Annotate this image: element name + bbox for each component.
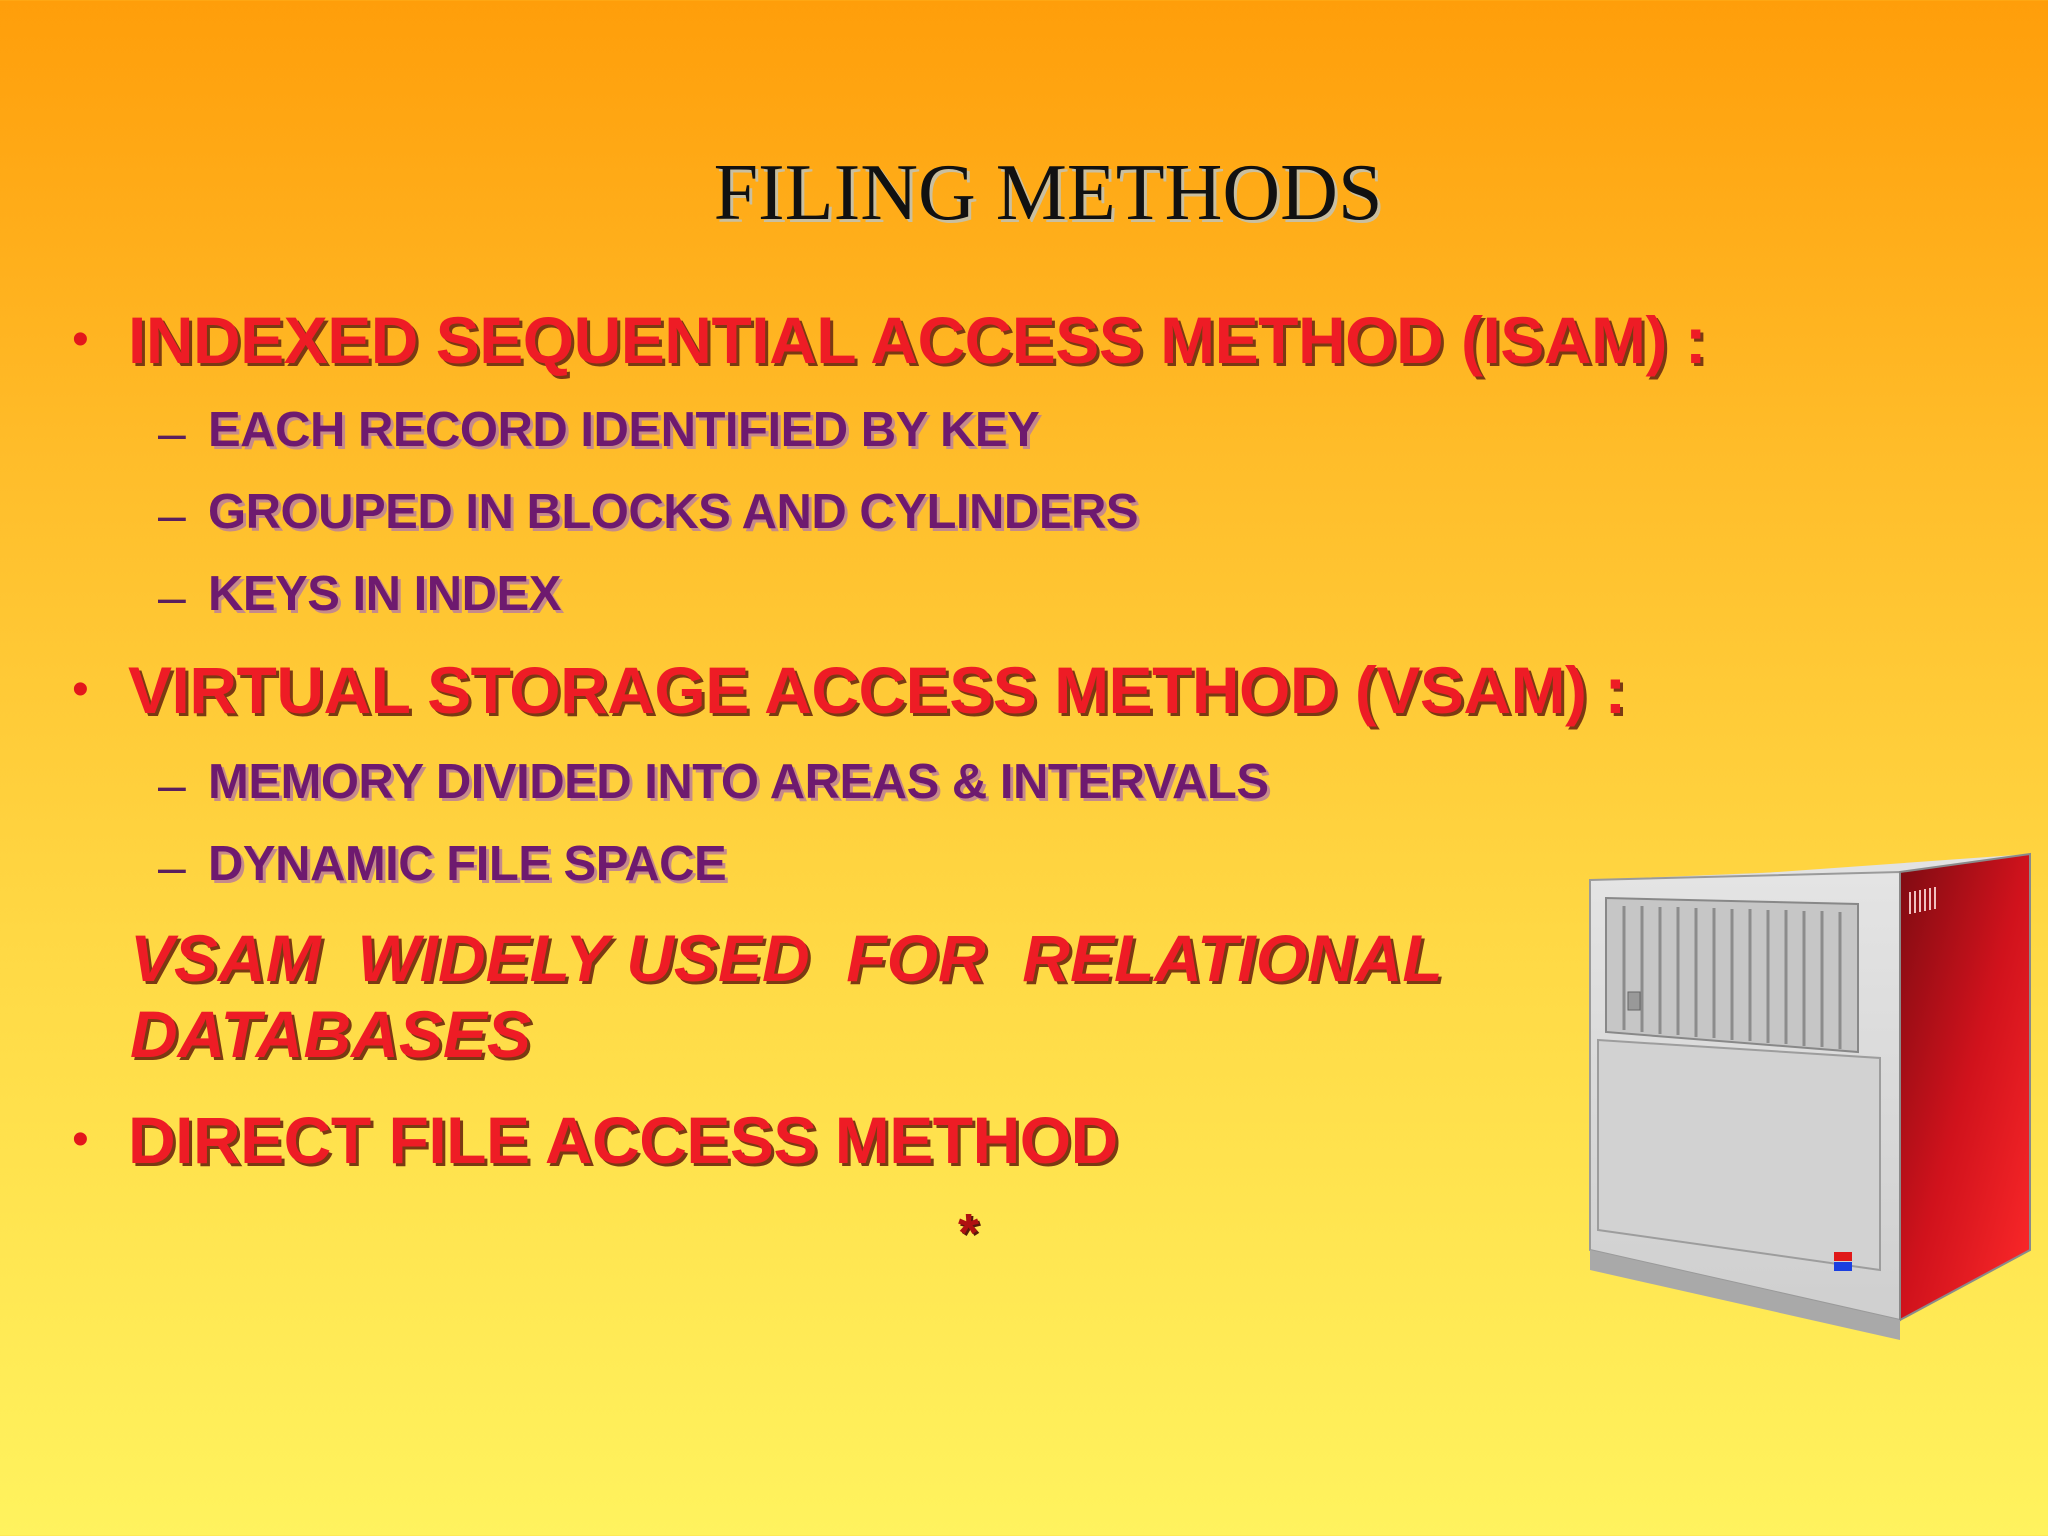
vsam-note-line2: DATABASES — [130, 997, 531, 1071]
dash-icon: – — [158, 569, 186, 625]
subitem-memory-divided: MEMORY DIVIDED INTO AREAS & INTERVALS — [208, 755, 1269, 809]
dash-icon: – — [158, 487, 186, 543]
vsam-note: VSAM WIDELY USED FOR RELATIONAL DATABASE… — [130, 920, 1443, 1072]
subitem-keys-index: KEYS IN INDEX — [208, 567, 561, 621]
bullet-text-isam: INDEXED SEQUENTIAL ACCESS METHOD (ISAM) … — [128, 303, 1707, 377]
vsam-note-line1: VSAM WIDELY USED FOR RELATIONAL — [130, 921, 1443, 995]
footer-asterisk: * — [958, 1203, 980, 1263]
bullet-text-vsam: VIRTUAL STORAGE ACCESS METHOD (VSAM) : — [128, 653, 1626, 727]
bullet-text-direct: DIRECT FILE ACCESS METHOD — [128, 1103, 1118, 1177]
subitem-each-record: EACH RECORD IDENTIFIED BY KEY — [208, 403, 1040, 457]
subitem-grouped-blocks: GROUPED IN BLOCKS AND CYLINDERS — [208, 485, 1139, 539]
mainframe-computer-icon — [1589, 852, 2031, 1340]
subitem-dynamic-space: DYNAMIC FILE SPACE — [208, 837, 727, 891]
bullet-icon: • — [72, 663, 89, 716]
slide-title: FILING METHODS — [713, 149, 1383, 237]
dash-icon: – — [158, 405, 186, 461]
bullet-icon: • — [72, 313, 89, 366]
dash-icon: – — [158, 757, 186, 813]
bullet-icon: • — [72, 1113, 89, 1166]
dash-icon: – — [158, 839, 186, 895]
